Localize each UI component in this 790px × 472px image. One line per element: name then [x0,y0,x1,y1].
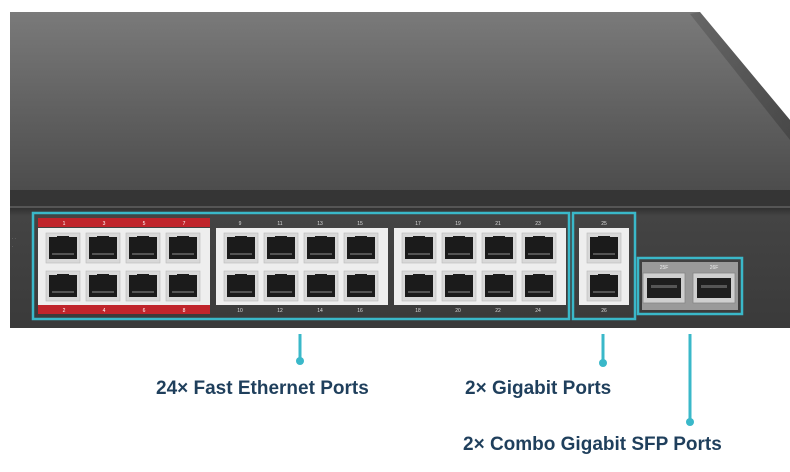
rj45-port-top [45,232,81,264]
rj45-port-top [481,232,517,264]
port-num-14: 14 [317,308,323,314]
rj45-port-bottom [303,270,339,302]
rj45-port-top [223,232,259,264]
port-num-2: 2 [63,308,66,314]
rj45-port-bottom [263,270,299,302]
gigabit-dot [599,359,607,367]
fast-ethernet-highlight [31,211,571,321]
svg-text:· ·: · · [12,236,16,241]
port-num-20: 20 [455,308,461,314]
port-num-19: 19 [455,221,461,227]
rj45-port-top [165,232,201,264]
rj45-port-top [263,232,299,264]
sfp-slot-25f [642,272,686,304]
port-num-17: 17 [415,221,421,227]
port-num-12: 12 [277,308,283,314]
gigabit-port-top [586,232,622,264]
rj45-port-bottom [481,270,517,302]
svg-text:·: · [12,244,13,249]
rj45-port-bottom [45,270,81,302]
sfp-slot-26f [692,272,736,304]
chassis-lip [10,190,790,208]
rj45-port-top [85,232,121,264]
port-array [45,232,736,304]
sfp-dot [686,418,694,426]
rj45-port-bottom [441,270,477,302]
port-num-15: 15 [357,221,363,227]
port-num-24: 24 [535,308,541,314]
combo-sfp-label: 2× Combo Gigabit SFP Ports [463,434,722,455]
port-num-22: 22 [495,308,501,314]
rj45-port-bottom [343,270,379,302]
port-num-25f: 25F [660,265,669,271]
rj45-port-top [303,232,339,264]
rj45-port-bottom [521,270,557,302]
port-num-3: 3 [103,221,106,227]
gigabit-highlight [571,211,637,321]
port-num-10: 10 [237,308,243,314]
gigabit-port-bottom [586,270,622,302]
rj45-port-top [521,232,557,264]
poe-band-bottom [38,305,210,314]
port-num-1: 1 [63,221,66,227]
rj45-port-top [343,232,379,264]
rj45-port-bottom [165,270,201,302]
chassis-top [10,12,790,200]
fast-ethernet-dot [296,357,304,365]
gigabit-label: 2× Gigabit Ports [465,378,612,399]
chassis-side [690,12,790,140]
port-num-18: 18 [415,308,421,314]
port-num-8: 8 [183,308,186,314]
port-num-9: 9 [239,221,242,227]
port-num-6: 6 [143,308,146,314]
port-num-23: 23 [535,221,541,227]
port-num-11: 11 [277,221,282,227]
rj45-port-bottom [125,270,161,302]
port-num-25: 25 [601,221,607,227]
sfp-highlight [636,256,744,316]
port-num-26: 26 [601,308,607,314]
port-num-21: 21 [495,221,501,227]
rj45-port-top [441,232,477,264]
port-num-26f: 26F [710,265,719,271]
port-num-16: 16 [357,308,363,314]
poe-band-top [38,218,210,227]
port-num-5: 5 [143,221,146,227]
rj45-port-bottom [223,270,259,302]
fast-ethernet-label: 24× Fast Ethernet Ports [156,378,369,399]
port-num-13: 13 [317,221,323,227]
port-num-4: 4 [103,308,106,314]
port-num-7: 7 [183,221,186,227]
port-numbers: 1 3 5 7 2 4 6 8 9 11 13 15 10 12 14 16 1… [63,221,719,314]
rj45-port-bottom [85,270,121,302]
rj45-port-top [125,232,161,264]
rj45-port-top [401,232,437,264]
rj45-port-bottom [401,270,437,302]
